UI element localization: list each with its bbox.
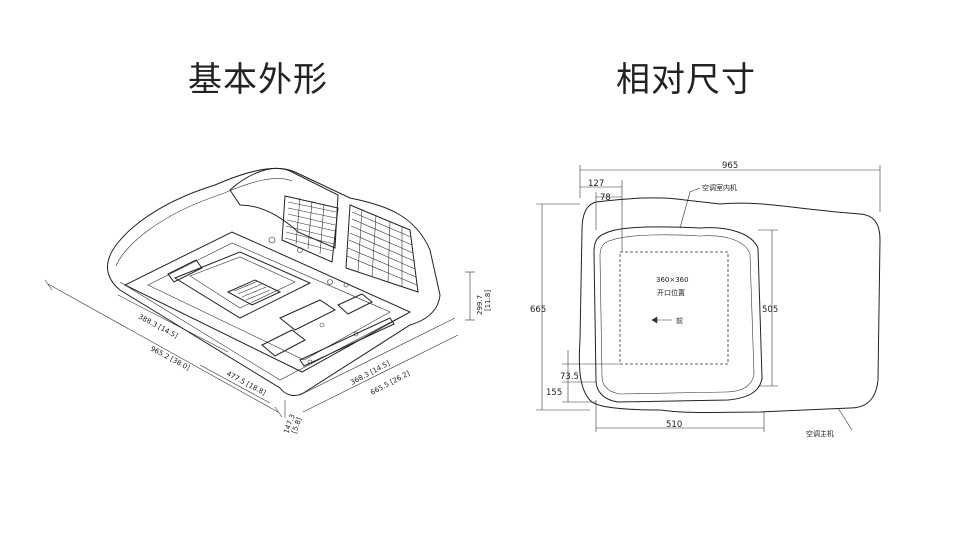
front-label: 前 bbox=[676, 316, 683, 325]
dim-965: 965 bbox=[722, 161, 738, 171]
dim-510: 510 bbox=[666, 420, 682, 430]
dim-665: 665 bbox=[530, 305, 546, 315]
iso-dim-6: 299.7 bbox=[476, 295, 484, 315]
iso-dim-1: 388.3 [14.5] bbox=[137, 313, 179, 341]
opening-label: 开口位置 bbox=[657, 288, 685, 297]
left-panel-title: 基本外形 bbox=[188, 60, 328, 100]
iso-dim-6b: [11.8] bbox=[484, 290, 492, 311]
dim-127: 127 bbox=[588, 179, 604, 189]
indoor-unit-label: 空调室内机 bbox=[702, 183, 737, 192]
dim-505: 505 bbox=[762, 305, 778, 315]
dim-73: 73.5 bbox=[560, 372, 579, 382]
opening-size: 360×360 bbox=[656, 276, 689, 284]
isometric-drawing: 388.3 [14.5] 965.2 [38.0] 477.5 [18.8] 3… bbox=[44, 167, 492, 435]
iso-dim-2: 965.2 [38.0] bbox=[149, 345, 191, 373]
right-panel-title: 相对尺寸 bbox=[616, 60, 756, 100]
dim-78: 78 bbox=[600, 193, 611, 203]
top-view-drawing: 965 127 78 665 505 510 73.5 155 360×360 … bbox=[530, 161, 881, 438]
outdoor-unit-label: 空调主机 bbox=[806, 429, 834, 438]
dim-155: 155 bbox=[546, 388, 562, 398]
iso-dim-3: 477.5 [18.8] bbox=[225, 370, 267, 398]
